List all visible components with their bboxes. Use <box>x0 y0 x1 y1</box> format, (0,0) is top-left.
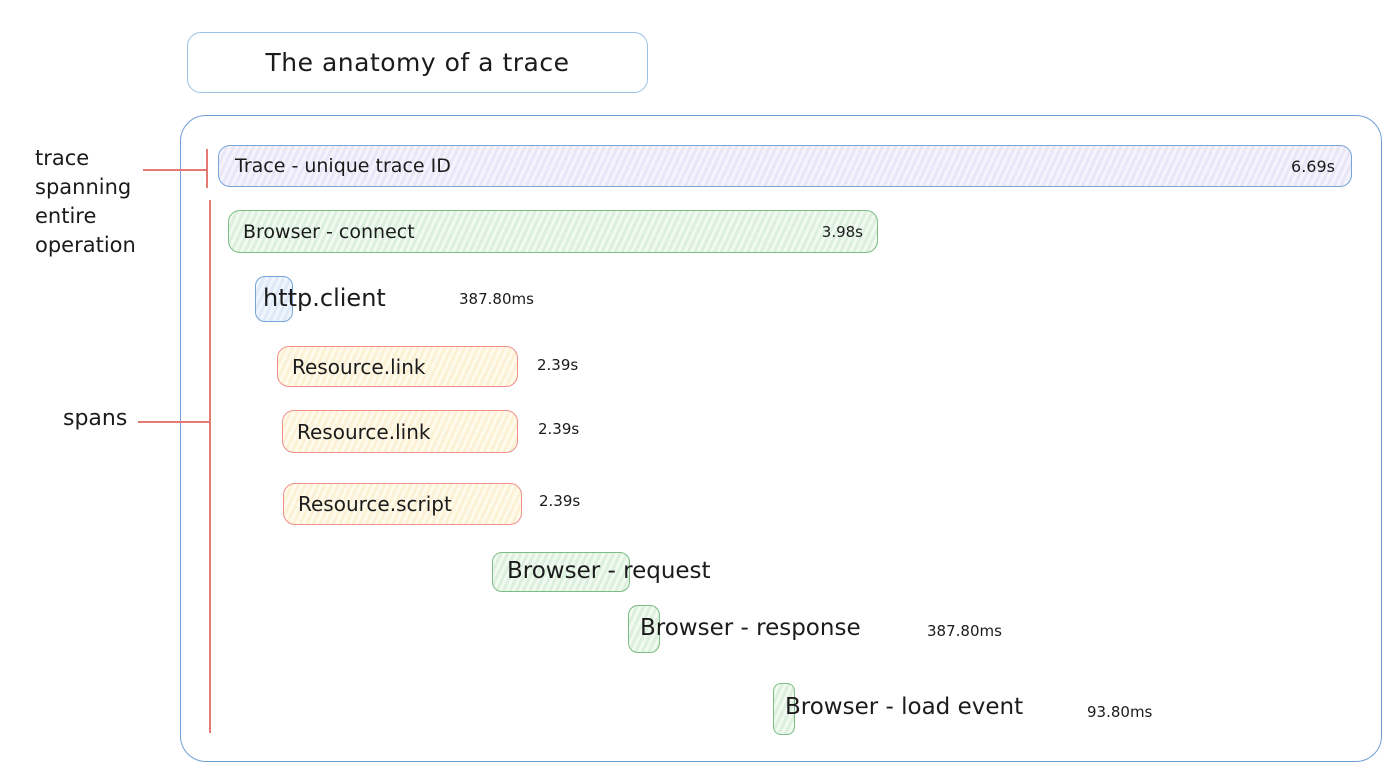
trace-annotation-line: trace <box>35 146 90 170</box>
span-label: Browser - response <box>640 615 861 641</box>
span-duration: 2.39s <box>539 492 581 510</box>
trace-annotation-pointer-line <box>143 169 207 171</box>
span-chip-browser-load-event <box>773 683 795 735</box>
span-label: Resource.link <box>292 354 426 379</box>
span-chip-http-client <box>255 276 293 322</box>
spans-annotation-label: spans <box>63 406 128 431</box>
spans-bracket-line <box>209 200 211 733</box>
trace-container-frame <box>180 115 1382 762</box>
span-duration: 93.80ms <box>1087 703 1153 721</box>
span-bar-browser-connect: Browser - connect 3.98s <box>228 210 878 253</box>
span-duration: 3.98s <box>821 222 863 241</box>
span-box-resource-script: Resource.script <box>283 483 522 525</box>
span-box-resource-link-1: Resource.link <box>277 346 518 387</box>
span-duration: 6.69s <box>1291 156 1335 176</box>
trace-annotation-line: spanning <box>35 175 132 199</box>
span-label: Browser - load event <box>785 694 1024 720</box>
trace-annotation-line: operation <box>35 233 136 257</box>
span-box-resource-link-2: Resource.link <box>282 410 518 453</box>
title-box: The anatomy of a trace <box>187 32 648 93</box>
span-chip-browser-request <box>492 552 630 592</box>
span-label: Browser - connect <box>243 220 415 243</box>
span-duration: 2.39s <box>538 420 580 438</box>
trace-annotation-label: trace spanning entire operation <box>35 144 136 260</box>
trace-annotation-pointer-tick <box>206 149 208 188</box>
span-duration: 387.80ms <box>459 290 534 308</box>
span-chip-browser-response <box>628 605 660 653</box>
spans-annotation-pointer-line <box>138 421 210 423</box>
span-label: Resource.link <box>297 419 431 444</box>
span-duration: 2.39s <box>537 356 579 374</box>
diagram-title: The anatomy of a trace <box>265 48 570 77</box>
span-duration: 387.80ms <box>927 622 1002 640</box>
span-label: Browser - request <box>507 558 711 584</box>
span-label: Trace - unique trace ID <box>235 155 451 177</box>
span-bar-trace: Trace - unique trace ID 6.69s <box>218 145 1352 187</box>
span-label: http.client <box>263 284 386 312</box>
trace-annotation-line: entire <box>35 204 97 228</box>
span-label: Resource.script <box>298 492 452 516</box>
